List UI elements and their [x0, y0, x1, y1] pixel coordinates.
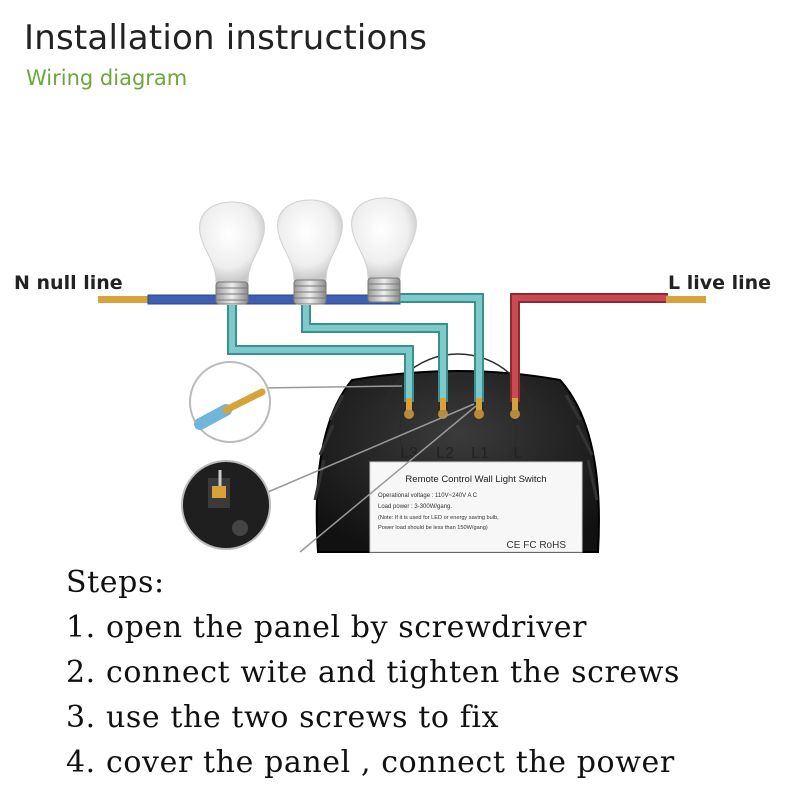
wiring-diagram: Remote Control Wall Light Switch Operati… — [14, 197, 771, 553]
step-item: 1. open the panel by screwdriver — [66, 610, 588, 645]
step-item: 2. connect wite and tighten the screws — [66, 655, 681, 690]
neutral-line-label: N null line — [14, 272, 123, 294]
step-item: 4. cover the panel , connect the power — [66, 745, 675, 780]
switch-label-title: Remote Control Wall Light Switch — [405, 474, 546, 485]
terminal-closeup-callout — [181, 403, 477, 553]
switched-wires — [227, 293, 484, 402]
light-bulb — [277, 199, 343, 305]
step-item: 3. use the two screws to fix — [66, 700, 500, 735]
steps-list: Steps: 1. open the panel by screwdriver … — [66, 560, 680, 785]
page-subtitle: Wiring diagram — [26, 66, 188, 90]
light-bulb — [351, 197, 417, 303]
steps-heading: Steps: — [66, 565, 165, 600]
wire-end-callout — [189, 361, 403, 443]
terminal-label-l3: L3 — [400, 445, 418, 462]
terminal-label-l2: L2 — [436, 445, 454, 462]
page-title: Installation instructions — [24, 18, 428, 58]
live-wire — [510, 293, 706, 402]
live-line-label: L live line — [668, 272, 771, 294]
neutral-wire — [98, 294, 401, 305]
certification-marks: CE FC RoHS — [507, 540, 567, 551]
switch-spec-line: (Note: If it is used for LED or energy s… — [378, 515, 499, 521]
terminal-label-l1: L1 — [471, 445, 489, 462]
terminal-label-l: L — [514, 445, 523, 462]
switch-spec-line: Load power : 3-300W/gang. — [378, 504, 452, 510]
switch-spec-line: Power load should be less than 150W/gang… — [378, 525, 488, 531]
wall-switch-module: Remote Control Wall Light Switch Operati… — [313, 353, 600, 553]
switch-spec-line: Operational voltage : 110V~240V A C — [378, 493, 478, 499]
light-bulb — [199, 201, 265, 305]
